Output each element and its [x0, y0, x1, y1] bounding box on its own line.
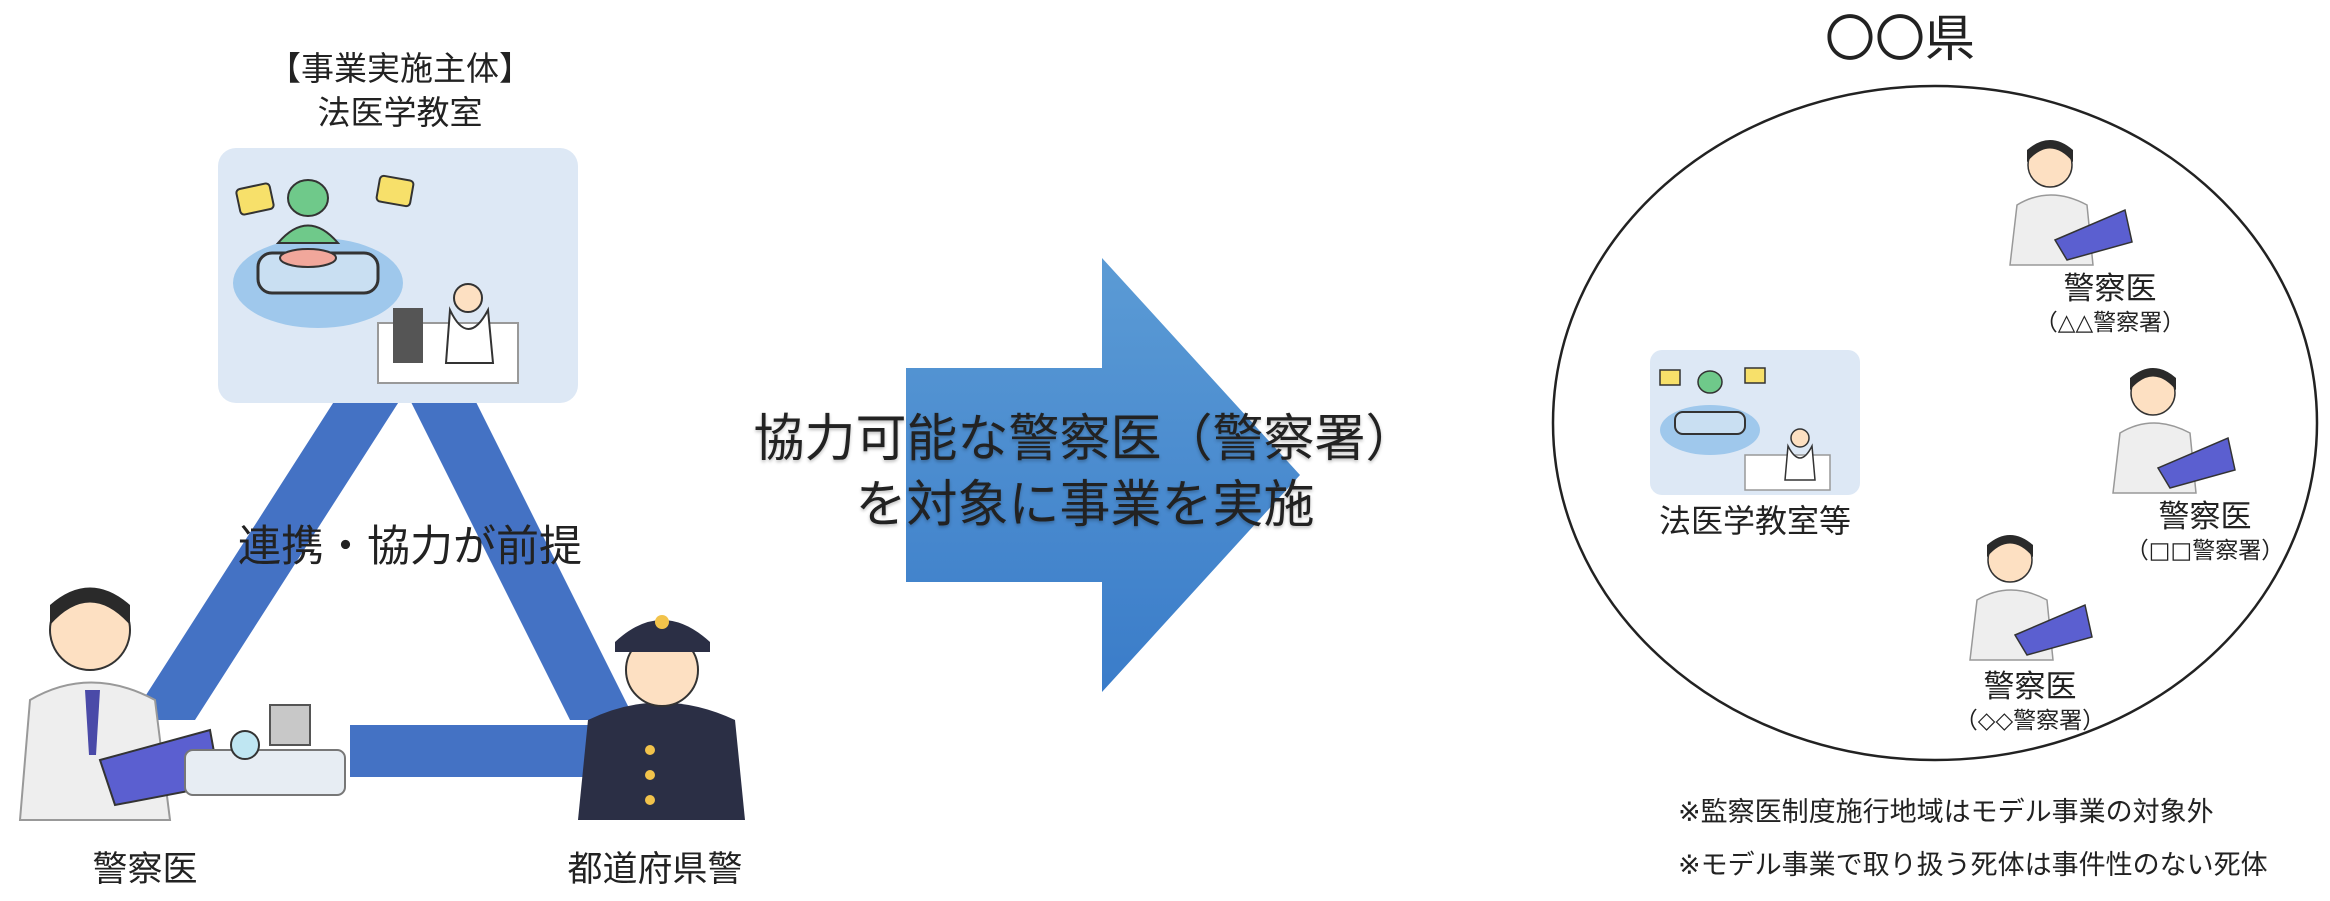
doctor-1-station: （△△警察署） [2034, 310, 2186, 336]
prefecture-boundary [1551, 84, 2319, 762]
police-officer-figure [578, 615, 745, 820]
entity-name: 法医学教室 [317, 93, 483, 132]
note-2: ※モデル事業で取り扱う死体は事件性のない死体 [1678, 850, 2268, 881]
entity-header: 【事業実施主体】 [268, 49, 532, 88]
lab-panel-small [1650, 350, 1860, 495]
triangle-left-edge [130, 400, 400, 720]
note-1: ※監察医制度施行地域はモデル事業の対象外 [1678, 797, 2214, 828]
lab-label: 法医学教室等 [1658, 502, 1851, 540]
prefecture-title: 〇〇県 [1825, 10, 1975, 68]
police-label: 都道府県警 [567, 850, 743, 890]
implementation-arrow [906, 258, 1300, 692]
arrow-text-line1: 協力可能な警察医（警察署） [753, 410, 1417, 469]
doctor-3-station: （◇◇警察署） [1954, 708, 2106, 734]
police-doctor-icon-3 [1969, 535, 2093, 661]
triangle-bottom-edge [350, 725, 590, 777]
triangle-right-edge [410, 400, 635, 720]
doctor-label: 警察医 [92, 850, 198, 890]
autopsy-illustration [233, 174, 519, 384]
relation-label: 連携・協力が前提 [238, 522, 582, 572]
forensic-lab-panel [218, 148, 578, 403]
autopsy-table-icon [184, 704, 346, 796]
doctor-1-label: 警察医 [2063, 271, 2157, 307]
police-doctor-icon-1 [2009, 140, 2133, 266]
police-doctor-icon-2 [2112, 368, 2236, 494]
doctor-2-station: （□□警察署） [2125, 538, 2285, 564]
doctor-3-label: 警察医 [1983, 669, 2077, 705]
lab-illustration-small [1659, 367, 1831, 491]
doctor-2-label: 警察医 [2158, 499, 2252, 535]
arrow-text-line2: を対象に事業を実施 [855, 476, 1315, 535]
